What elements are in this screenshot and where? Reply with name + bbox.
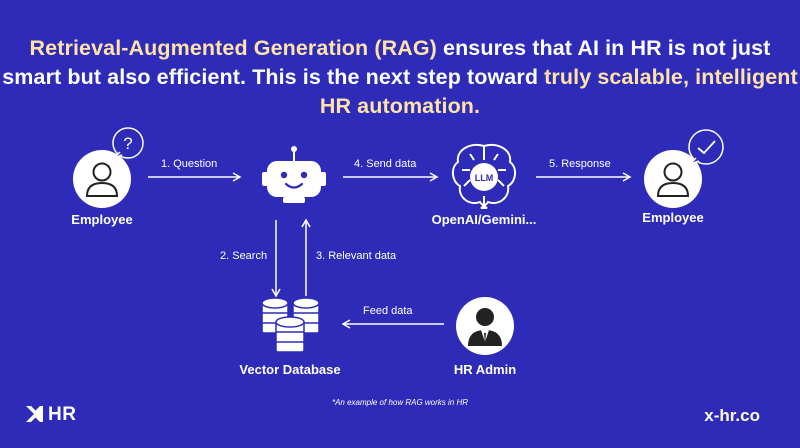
node-vector-db: Vector Database: [239, 362, 341, 377]
node-hr-admin: HR Admin: [453, 362, 517, 377]
footnote: *An example of how RAG works in HR: [331, 398, 469, 407]
edge-label-feed: Feed data: [363, 305, 413, 317]
node-employee-left: Employee: [71, 212, 133, 227]
svg-text:?: ?: [123, 134, 132, 153]
llm-badge: LLM: [475, 173, 494, 183]
chatbot-icon: [262, 146, 326, 203]
logo-icon: [26, 406, 43, 422]
edge-label-question: 1. Question: [161, 158, 218, 170]
node-llm: OpenAI/Gemini...: [431, 212, 537, 227]
employee-question-icon: ?: [73, 127, 144, 208]
node-employee-right: Employee: [642, 210, 704, 225]
edge-label-response: 5. Response: [549, 158, 611, 170]
llm-brain-icon: [452, 144, 516, 209]
headline-highlight-2: truly scalable, intelligent HR automatio…: [319, 65, 798, 118]
employee-check-icon: [644, 129, 724, 208]
hr-admin-icon: [456, 297, 514, 355]
headline-body: ensures that AI in HR is not just smart …: [2, 36, 771, 89]
database-icon: [261, 297, 320, 353]
edge-label-send: 4. Send data: [354, 158, 417, 170]
site-url[interactable]: x-hr.co: [704, 406, 760, 425]
brand-logo[interactable]: HR: [26, 404, 76, 426]
edge-label-search: 2. Search: [220, 250, 268, 262]
brand-logo-text: HR: [48, 404, 77, 425]
headline: Retrieval-Augmented Generation (RAG) ens…: [0, 34, 800, 121]
headline-highlight-1: Retrieval-Augmented Generation (RAG): [29, 36, 437, 60]
edge-label-relevant: 3. Relevant data: [316, 250, 397, 262]
